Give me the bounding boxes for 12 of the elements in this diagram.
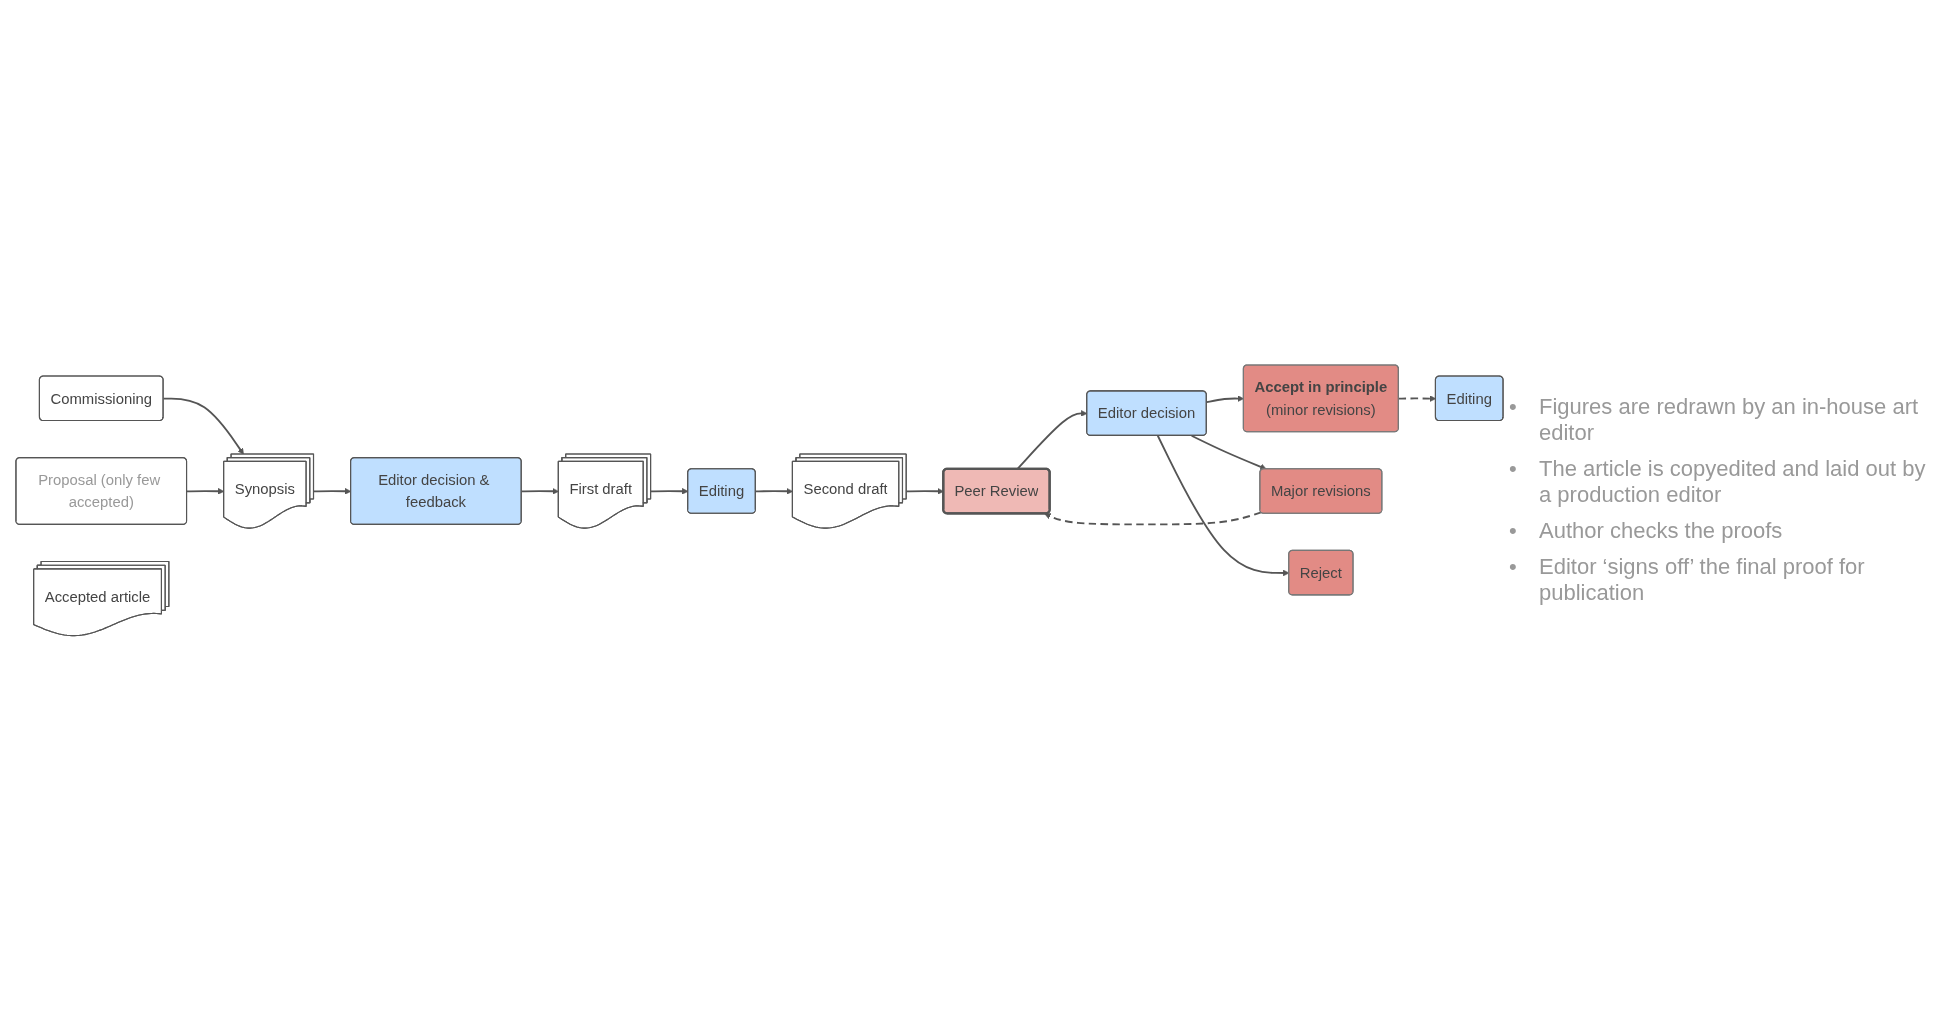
note-text: • (1509, 394, 1518, 420)
note-text: • (1509, 554, 1518, 580)
note-text: • (1509, 518, 1518, 544)
note-text: The article is copyedited and laid out by a production editor (1539, 456, 1927, 508)
note-text: Author checks the proofs (1539, 518, 1784, 544)
arrow (905, 487, 944, 495)
note-text: Editor ‘signs off’ the final proof for publication (1539, 554, 1866, 606)
arrow (1044, 511, 1262, 526)
note-text: Figures are redrawn by an in-house art editor (1539, 394, 1920, 446)
arrow (186, 487, 225, 495)
note-text: • (1509, 456, 1518, 482)
arrow (1190, 434, 1267, 470)
